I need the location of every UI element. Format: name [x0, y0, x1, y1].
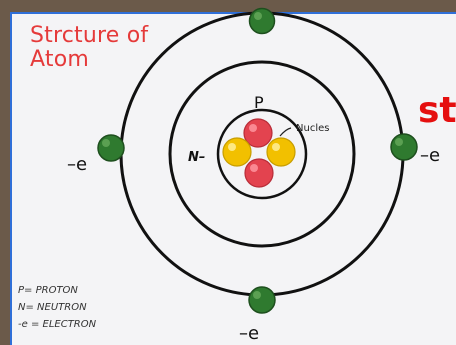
electrons	[97, 7, 418, 314]
nucleus-particles	[222, 118, 296, 188]
diagram-labels: P N– Nucles –e –e –e	[67, 93, 440, 344]
electron-left	[97, 134, 125, 162]
outer-orbit-ring	[119, 11, 405, 297]
neutron-left	[222, 137, 252, 167]
electron-top	[248, 7, 276, 35]
nucleus-pointer-line	[279, 127, 292, 137]
poster-title-line-2: Atom	[30, 47, 89, 72]
proton-top-highlight	[249, 124, 257, 132]
poster-title: Strcture of Atom	[30, 24, 148, 72]
legend-item-electron: -e = ELECTRON	[18, 319, 97, 330]
neutron-right	[266, 137, 296, 167]
partial-banner-letter	[446, 58, 456, 82]
proton-bottom-highlight	[250, 164, 258, 172]
middle-orbit-ring	[168, 60, 356, 248]
electron-bottom-label: –e	[239, 323, 259, 344]
electron-top-highlight	[254, 12, 262, 20]
poster-title-line-1: Strcture of	[30, 23, 149, 48]
electron-right-label: –e	[420, 145, 440, 166]
neutron-right-highlight	[272, 143, 280, 151]
electron-bottom-highlight	[253, 291, 261, 299]
legend-item-proton: P= PROTON	[18, 285, 78, 296]
electron-left-highlight	[102, 139, 110, 147]
proton-bottom	[244, 158, 274, 188]
electron-bottom	[248, 286, 276, 314]
electron-right-highlight	[395, 138, 403, 146]
nucleus-label: Nucles	[296, 123, 329, 134]
legend-item-neutron: N= NEUTRON	[18, 302, 87, 313]
neutron-label: N–	[188, 150, 205, 165]
electron-left-label: –e	[67, 154, 87, 175]
nucleus-circle	[216, 108, 308, 200]
orbit-rings	[119, 11, 405, 297]
proton-label: P	[254, 93, 264, 112]
partial-banner-text: st	[418, 90, 456, 131]
legend: P= PROTON N= NEUTRON -e = ELECTRON	[18, 282, 96, 333]
electron-right	[390, 133, 418, 161]
neutron-left-highlight	[228, 143, 236, 151]
